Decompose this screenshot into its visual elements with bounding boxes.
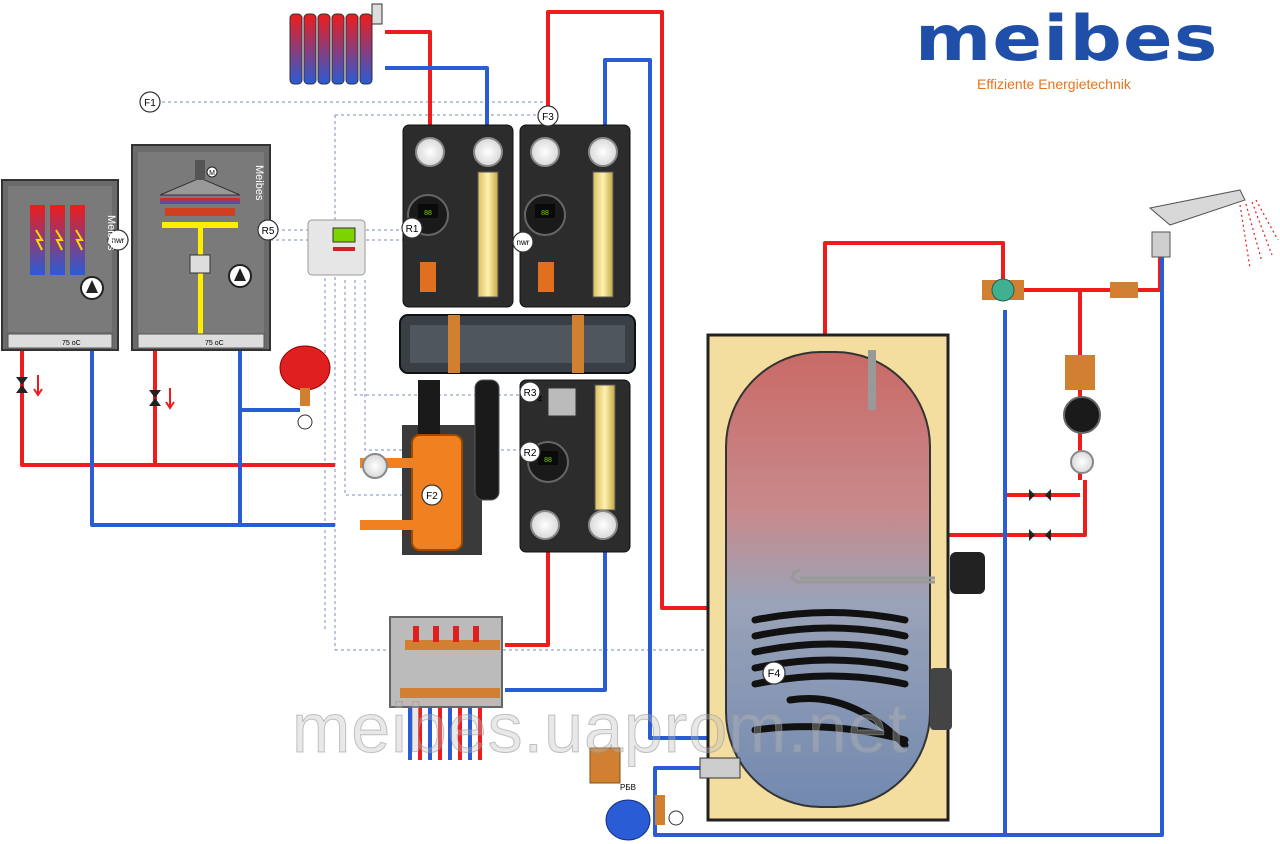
sensor-label-r5: R5 bbox=[262, 226, 275, 237]
hydraulic-separator bbox=[360, 379, 500, 555]
brand-logo: meibes Effiziente Energietechnik bbox=[915, 8, 1217, 93]
mixing-valve bbox=[982, 278, 1024, 302]
dhw-expansion-vessel bbox=[589, 747, 684, 841]
distribution-manifold bbox=[399, 314, 636, 374]
brand-tagline: Effiziente Energietechnik bbox=[977, 76, 1131, 92]
sensor-label-r2: R2 bbox=[524, 448, 537, 459]
hot-water-tank bbox=[699, 333, 985, 822]
nwr-label-2: nwr bbox=[517, 238, 530, 247]
sensor-label-f4: F4 bbox=[768, 668, 781, 680]
dhw-circulation bbox=[1029, 282, 1138, 541]
sensor-label-f1: F1 bbox=[144, 98, 156, 109]
gas-boiler-brand: Meibes bbox=[253, 165, 265, 201]
sensor-label-f2: F2 bbox=[426, 491, 438, 502]
electric-boiler-brand: Meibes bbox=[105, 215, 117, 251]
pump-group-floor-heating bbox=[519, 379, 631, 553]
sensor-label-r1: R1 bbox=[406, 224, 419, 235]
brand-name: meibes bbox=[915, 2, 1219, 75]
sensor-markers bbox=[107, 91, 786, 685]
electric-boiler-temp: 75 oC bbox=[62, 340, 81, 347]
heating-expansion-vessel bbox=[279, 345, 331, 430]
sensor-label-r4: 4 bbox=[538, 395, 543, 404]
nwr-label-1: nwr bbox=[112, 236, 125, 245]
controller bbox=[307, 219, 366, 276]
radiator bbox=[289, 3, 383, 85]
pump-group-boiler-coil bbox=[519, 124, 631, 308]
pump-group-radiator bbox=[402, 124, 514, 308]
gas-boiler bbox=[131, 144, 271, 410]
sensor-label-r3: R3 bbox=[524, 388, 537, 399]
floor-heating-manifold bbox=[389, 616, 503, 708]
watermark: meibes.uaprom.net bbox=[291, 689, 909, 768]
dhw-vessel-label: PБB bbox=[620, 783, 636, 792]
sensor-label-f3: F3 bbox=[542, 112, 554, 123]
pump-display-3: 88 bbox=[544, 457, 552, 464]
pump-display-1: 88 bbox=[424, 210, 432, 217]
electric-boiler bbox=[1, 179, 119, 397]
pump-display-2: 88 bbox=[541, 210, 549, 217]
gas-boiler-temp: 75 oC bbox=[205, 340, 224, 347]
return-pipes bbox=[90, 58, 1164, 837]
faucet bbox=[1148, 189, 1279, 269]
motor-label: M bbox=[209, 170, 215, 177]
